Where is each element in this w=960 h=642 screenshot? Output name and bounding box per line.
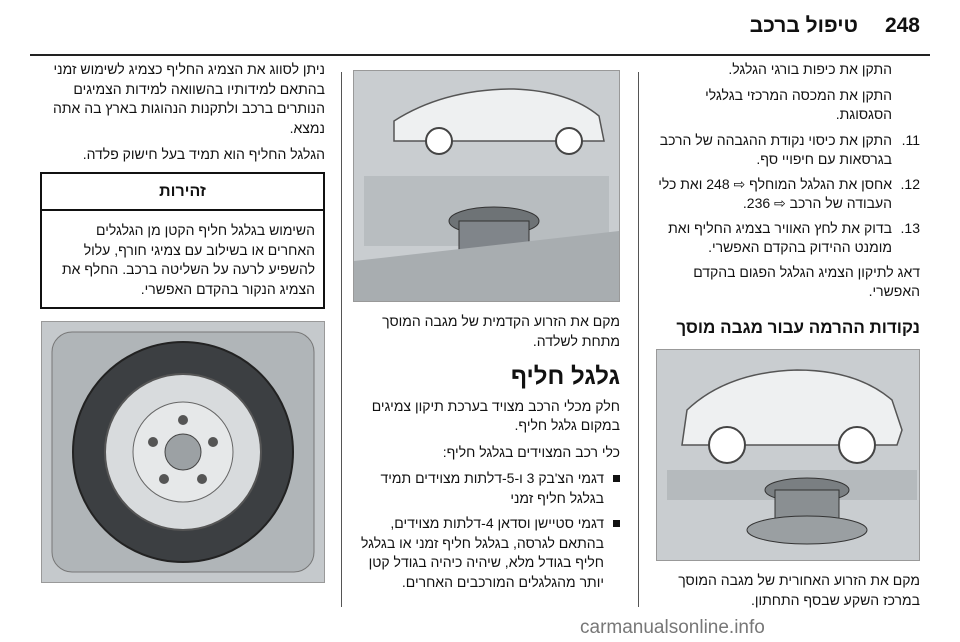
column-divider	[341, 72, 342, 607]
numbered-step: 11. התקן את כיסוי נקודת ההגבהה של הרכב בג…	[650, 131, 920, 170]
step-text: אחסן את הגלגל המוחלף ⇨ 248 ואת כלי העבוד…	[658, 175, 892, 212]
figure-caption: מקם את הזרוע הקדמית של מגבה המוסך מתחת ל…	[382, 313, 620, 349]
subheading: נקודות ההרמה עבור מגבה מוסך	[676, 317, 920, 337]
right-column: התקן את כיפות בורגי הגלגל. התקן את המכסה…	[650, 60, 920, 617]
column-divider	[638, 72, 639, 607]
note-text: הגלגל החליף הוא תמיד בעל חישוק פלדה.	[82, 146, 325, 162]
section-title: גלגל חליף	[510, 363, 620, 390]
note-text: דאג לתיקון הצמיג הגלגל הפגום בהקדם האפשר…	[693, 263, 920, 300]
intro-text: ניתן לסווג את הצמיג החליף כצמיג לשימוש ז…	[53, 61, 325, 136]
page-number: 248	[884, 14, 920, 37]
bullet-item: דגמי סטיישן וסדאן 4-דלתות מצוידים, בהתאם…	[350, 514, 620, 592]
bullet-text: דגמי הצ'בק 3 ו-5-דלתות מצוידים תמיד בגלג…	[380, 470, 604, 506]
bullet-text: דגמי סטיישן וסדאן 4-דלתות מצוידים, בהתאם…	[361, 515, 604, 590]
figure-caption: מקם את הזרוע האחורית של מגבה המוסך במרכז…	[678, 572, 920, 608]
bullet-square-icon	[613, 475, 620, 482]
numbered-step: 12. אחסן את הגלגל המוחלף ⇨ 248 ואת כלי הע…	[650, 175, 920, 214]
car-jack-illustration	[354, 71, 619, 301]
step-number: 11.	[901, 131, 920, 148]
instruction-line: התקן את המכסה המרכזי בגלגלי הסגסוגת.	[705, 86, 892, 123]
middle-column: מקם את הזרוע הקדמית של מגבה המוסך מתחת ל…	[350, 60, 620, 598]
bullet-square-icon	[613, 520, 620, 527]
watermark: carmanualsonline.info	[580, 617, 765, 638]
header-rule	[30, 54, 930, 56]
left-column: ניתן לסווג את הצמיג החליף כצמיג לשימוש ז…	[40, 60, 325, 583]
step-number: 13.	[900, 219, 920, 236]
warning-box: זהירות השימוש בגלגל חליף הקטן מן הגלגלים…	[40, 171, 325, 309]
page-title: טיפול ברכב	[749, 14, 858, 37]
bullet-item: דגמי הצ'בק 3 ו-5-דלתות מצוידים תמיד בגלג…	[350, 469, 620, 508]
car-jack-illustration	[657, 350, 919, 560]
front-jack-point-photo	[353, 70, 620, 302]
spare-wheel-photo	[41, 321, 325, 583]
warning-body: השימוש בגלגל חליף הקטן מן הגלגלים האחרים…	[62, 222, 315, 297]
rear-jack-point-photo	[656, 349, 920, 561]
step-text: בדוק את לחץ האוויר בצמיג החליף ואת מומנט…	[668, 219, 892, 256]
lead-text: כלי רכב המצוידים בגלגל חליף:	[442, 443, 620, 460]
numbered-step: 13. בדוק את לחץ האוויר בצמיג החליף ואת מו…	[650, 219, 920, 258]
section-intro: חלק מכלי הרכב מצויד בערכת תיקון צמיגים ב…	[371, 397, 620, 434]
step-text: התקן את כיסוי נקודת ההגבהה של הרכב בגרסא…	[659, 131, 892, 168]
warning-title: זהירות	[42, 174, 323, 211]
step-number: 12.	[900, 175, 920, 192]
spare-wheel-illustration	[42, 322, 324, 582]
page-header: 248 טיפול ברכב	[0, 0, 960, 58]
instruction-line: התקן את כיפות בורגי הגלגל.	[728, 61, 892, 77]
